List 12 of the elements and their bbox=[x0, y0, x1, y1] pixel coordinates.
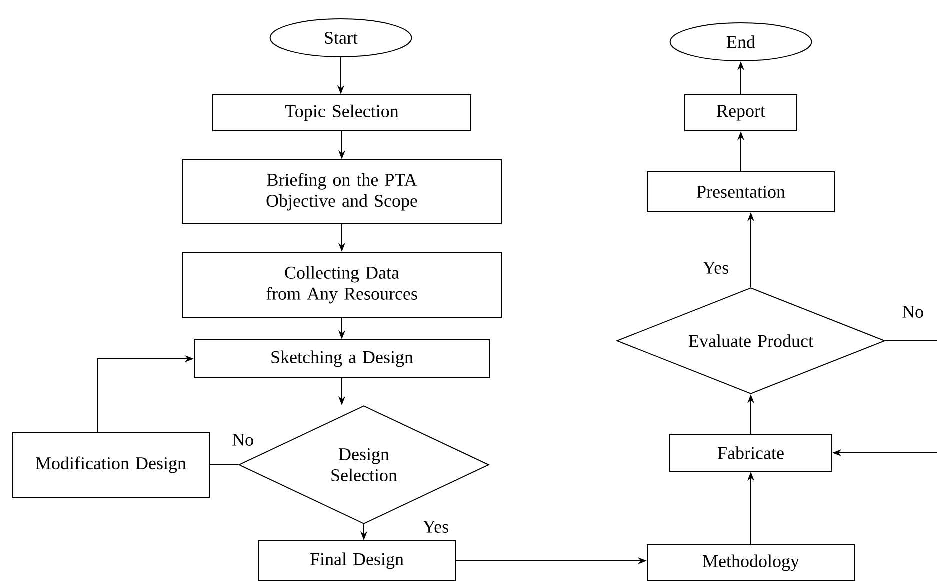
process-box: Sketching a Design bbox=[194, 340, 490, 378]
process-box: Final Design bbox=[258, 540, 456, 581]
edge-label: Yes bbox=[702, 261, 730, 275]
process-box: Presentation bbox=[647, 172, 835, 212]
process-box: Modification Design bbox=[12, 432, 210, 498]
process-box: Briefing on the PTA Objective and Scope bbox=[182, 160, 502, 224]
process-box: Methodology bbox=[647, 544, 855, 581]
process-box: Fabricate bbox=[670, 434, 832, 472]
process-box: Topic Selection bbox=[212, 94, 472, 132]
process-box: Report bbox=[684, 94, 798, 132]
process-box: Collecting Data from Any Resources bbox=[182, 252, 502, 318]
edge-label: No bbox=[901, 305, 925, 319]
